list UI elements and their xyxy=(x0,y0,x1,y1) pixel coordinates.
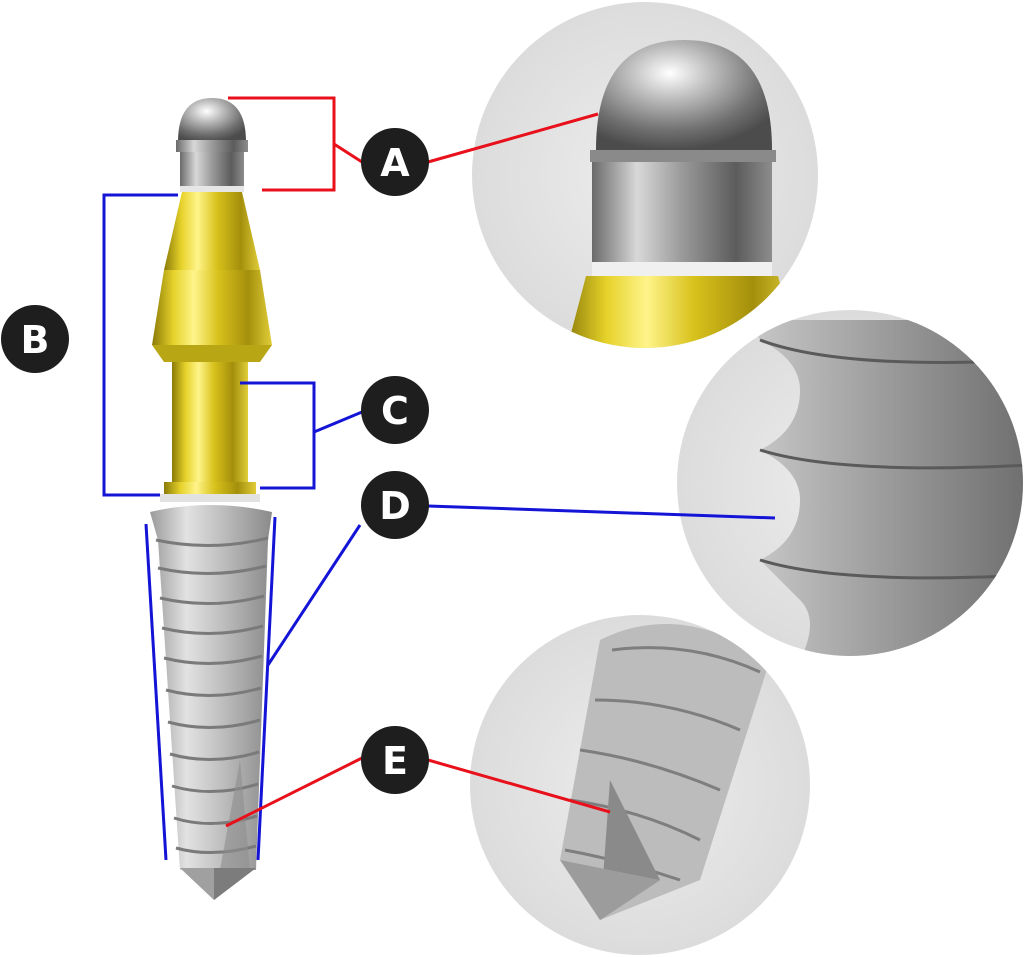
zoom-e-apex xyxy=(470,615,810,955)
leader-e-implant xyxy=(225,756,363,828)
leader-e-zoom xyxy=(427,758,611,814)
label-b-text: B xyxy=(21,318,50,362)
ball-head xyxy=(176,98,248,192)
zoom-d-threads xyxy=(677,310,1023,656)
label-c-text: C xyxy=(381,389,409,433)
bracket-c xyxy=(240,381,316,490)
label-a-text: A xyxy=(380,141,410,185)
taper-line-right xyxy=(256,516,277,861)
label-e-text: E xyxy=(382,739,408,783)
label-badge-b: B xyxy=(1,305,69,373)
leader-d-implant xyxy=(266,524,362,666)
label-badge-e: E xyxy=(361,726,429,794)
leader-a-bracket xyxy=(333,142,363,164)
leader-c xyxy=(313,410,363,434)
zoom-a-ball-head xyxy=(472,2,818,348)
bracket-b xyxy=(102,193,178,497)
label-badge-a: A xyxy=(361,128,429,196)
label-badge-c: C xyxy=(361,376,429,444)
leader-d-zoom xyxy=(427,504,776,520)
taper-line-left xyxy=(144,523,168,861)
implant-model xyxy=(150,98,272,900)
label-d-text: D xyxy=(379,484,411,528)
threaded-body xyxy=(150,505,272,900)
label-badge-d: D xyxy=(361,471,429,539)
callout-lines xyxy=(102,96,776,861)
gold-abutment xyxy=(152,192,272,502)
leader-a-zoom xyxy=(427,112,599,164)
